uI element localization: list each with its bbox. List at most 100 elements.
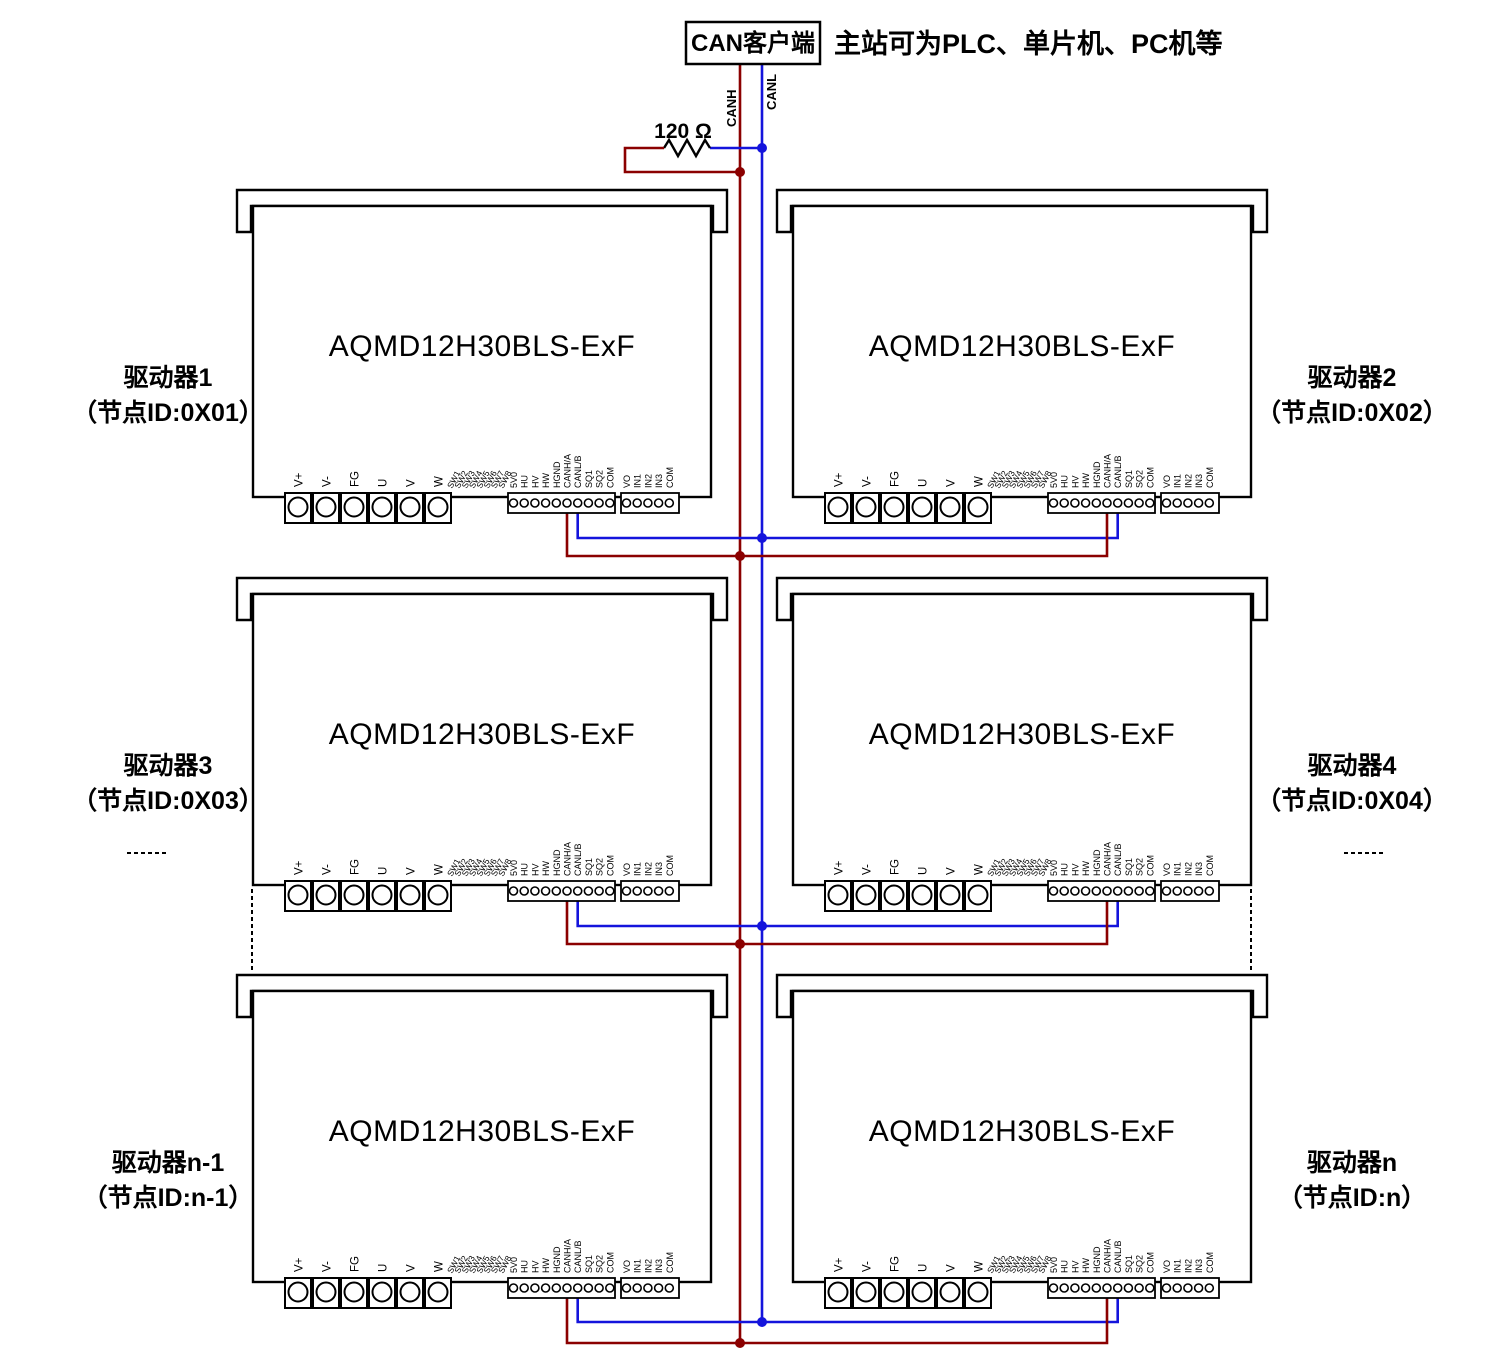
canh-row-wire bbox=[565, 513, 1109, 558]
terminal-label: CANL/B bbox=[1113, 843, 1123, 876]
terminal-label: FG bbox=[350, 471, 362, 487]
terminal-label: FG bbox=[890, 471, 902, 487]
canl-row-wire bbox=[576, 1298, 1119, 1324]
driver-name: 驱动器3 bbox=[124, 752, 213, 780]
power-terminal-screw bbox=[855, 1281, 877, 1303]
terminal-label: CANH/A bbox=[1103, 454, 1113, 488]
power-terminal-screw bbox=[343, 1281, 365, 1303]
canl-junction-dot bbox=[757, 143, 767, 153]
signal-terminal-pin bbox=[1134, 1283, 1144, 1293]
signal-terminal-pin bbox=[1183, 498, 1193, 508]
signal-terminal-pin bbox=[1080, 1283, 1091, 1293]
terminal-label: IN1 bbox=[633, 862, 643, 876]
terminal-label: 5V0 bbox=[1049, 472, 1059, 488]
signal-terminal-pin bbox=[1070, 1283, 1080, 1293]
signal-terminal-pin bbox=[1144, 1283, 1155, 1293]
power-terminal-screw bbox=[911, 884, 933, 906]
signal-terminal-pin bbox=[664, 498, 675, 508]
signal-terminal-pin bbox=[519, 1283, 530, 1293]
power-terminal-screw bbox=[911, 1281, 933, 1303]
signal-terminal-pin bbox=[540, 1283, 551, 1293]
signal-terminal-pin bbox=[604, 498, 615, 508]
signal-terminal-pin bbox=[1144, 498, 1155, 508]
terminal-label: HGND bbox=[552, 461, 562, 488]
terminal-label: COM bbox=[605, 467, 615, 488]
signal-terminal-strip bbox=[507, 492, 616, 514]
terminal-label: VO bbox=[1162, 1260, 1172, 1273]
terminal-label: HV bbox=[530, 863, 540, 876]
module-flange bbox=[235, 973, 729, 1019]
signal-terminal-pin bbox=[1183, 1283, 1193, 1293]
power-terminal-screw bbox=[371, 496, 393, 518]
signal-terminal-pin bbox=[540, 886, 551, 896]
terminal-label: V+ bbox=[834, 860, 846, 875]
power-terminal-screw bbox=[911, 496, 933, 518]
terminal-label: COM bbox=[1145, 1252, 1155, 1273]
signal-terminal-pin bbox=[572, 1283, 583, 1293]
signal-terminal-pin bbox=[594, 1283, 604, 1293]
signal-terminal-pin bbox=[583, 498, 594, 508]
power-terminal-screw bbox=[399, 1281, 421, 1303]
terminal-label: HU bbox=[1060, 1260, 1070, 1273]
signal-terminal-pin bbox=[653, 498, 664, 508]
driver-node-id: （节点ID:0X03） bbox=[72, 786, 264, 815]
signal-terminal-strip bbox=[1047, 492, 1156, 514]
terminal-label: HGND bbox=[1092, 461, 1102, 488]
terminal-label: U bbox=[378, 1264, 390, 1272]
power-terminal-screw bbox=[287, 884, 309, 906]
terminal-label: HGND bbox=[552, 1246, 562, 1273]
signal-terminal-pin bbox=[1123, 498, 1134, 508]
signal-terminal-pin bbox=[508, 886, 519, 896]
signal-terminal-pin bbox=[530, 498, 540, 508]
signal-terminal-pin bbox=[1102, 498, 1112, 508]
terminal-label: CANL/B bbox=[573, 1240, 583, 1273]
signal-terminal-pin bbox=[508, 1283, 519, 1293]
module-flange bbox=[775, 188, 1269, 234]
terminal-label: CANH/A bbox=[1103, 842, 1113, 876]
power-terminal-screw bbox=[371, 884, 393, 906]
signal-terminal-pin bbox=[572, 498, 583, 508]
signal-terminal-pin bbox=[1048, 1283, 1059, 1293]
terminal-label: V- bbox=[862, 476, 874, 487]
signal-terminal-pin bbox=[530, 886, 540, 896]
power-terminal-screw bbox=[315, 496, 337, 518]
terminal-label: 5V0 bbox=[509, 860, 519, 876]
canh-label: CANH bbox=[724, 89, 739, 127]
terminal-label: COM bbox=[605, 1252, 615, 1273]
terminal-label: HU bbox=[1060, 475, 1070, 488]
canl-junction-dot bbox=[757, 921, 767, 931]
can-client-box bbox=[684, 20, 822, 66]
terminal-label: U bbox=[918, 867, 930, 875]
terminal-label: HV bbox=[1070, 475, 1080, 488]
module-title: AQMD12H30BLS-ExF bbox=[329, 1115, 635, 1148]
signal-terminal-pin bbox=[1161, 498, 1172, 508]
terminal-label: IN2 bbox=[643, 1259, 653, 1273]
driver-name: 驱动器2 bbox=[1308, 364, 1397, 392]
signal-terminal-pin bbox=[1070, 886, 1080, 896]
signal-terminal-pin bbox=[519, 886, 530, 896]
terminal-label: IN3 bbox=[1194, 1259, 1204, 1273]
signal-terminal-pin bbox=[551, 886, 562, 896]
power-terminal-screw bbox=[399, 496, 421, 518]
terminal-label: 5V0 bbox=[509, 472, 519, 488]
module-flange bbox=[235, 188, 729, 234]
signal-terminal-pin bbox=[643, 498, 653, 508]
module-body bbox=[791, 592, 1253, 887]
terminal-label: 5V0 bbox=[1049, 860, 1059, 876]
signal-terminal-pin bbox=[1193, 1283, 1204, 1293]
master-note: 主站可为PLC、单片机、PC机等 bbox=[834, 28, 1223, 59]
signal-terminal-pin bbox=[621, 1283, 632, 1293]
terminal-label: HU bbox=[520, 863, 530, 876]
terminal-label: COM bbox=[1205, 467, 1215, 488]
signal-terminal-pin bbox=[621, 498, 632, 508]
terminal-label: HU bbox=[520, 475, 530, 488]
terminal-label: HU bbox=[1060, 863, 1070, 876]
signal-terminal-pin bbox=[1134, 886, 1144, 896]
signal-terminal-pin bbox=[604, 1283, 615, 1293]
signal-terminal-pin bbox=[1204, 1283, 1215, 1293]
signal-terminal-pin bbox=[664, 886, 675, 896]
power-terminal-screw bbox=[427, 496, 449, 518]
terminal-label: IN1 bbox=[1173, 862, 1183, 876]
power-terminal-screw bbox=[967, 884, 989, 906]
